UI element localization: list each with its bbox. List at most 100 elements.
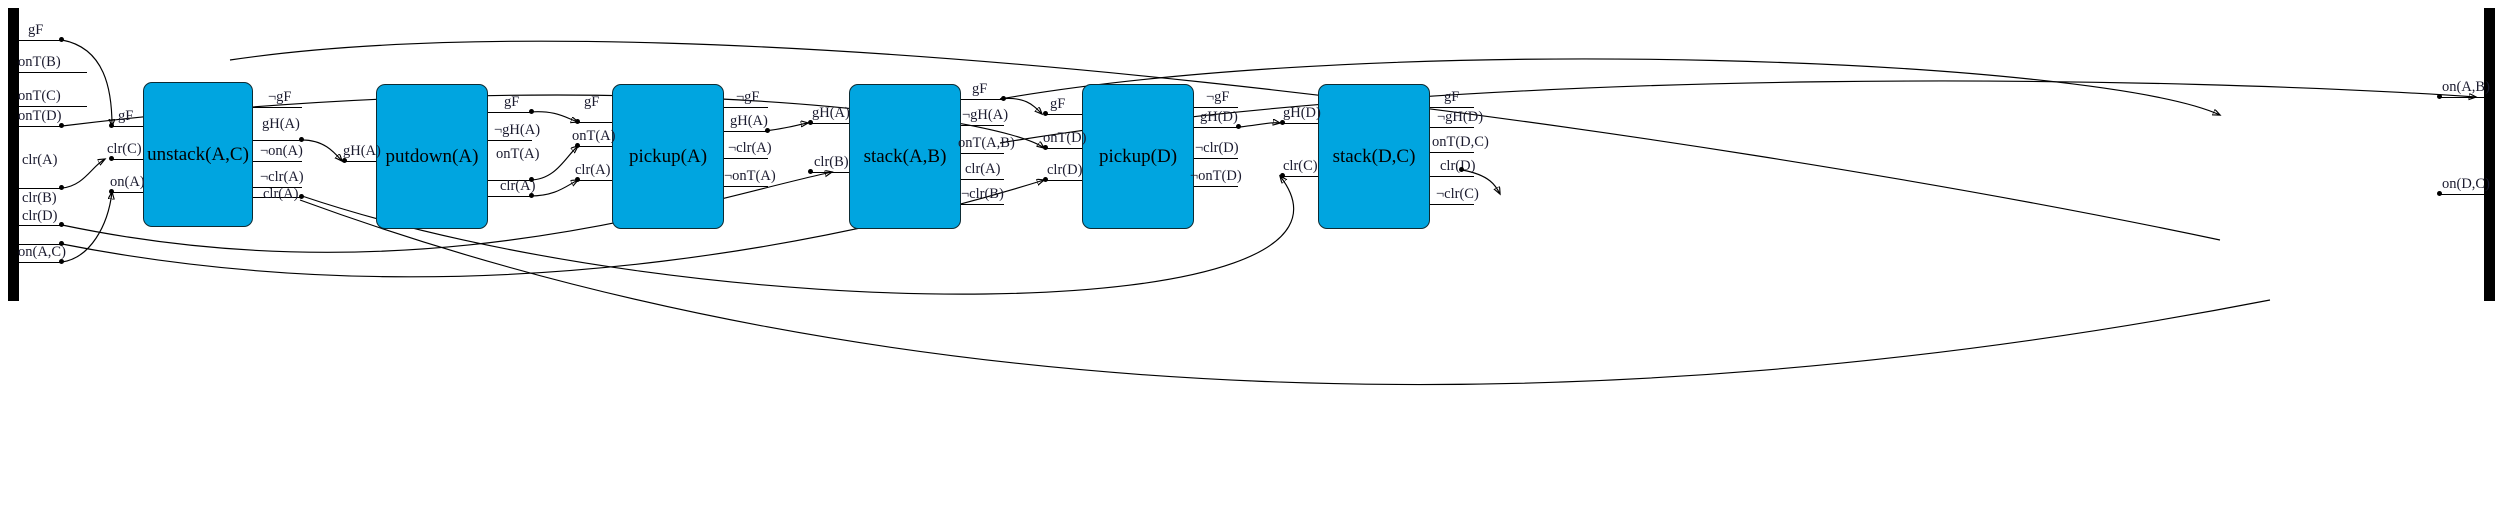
effect-label: onT(A): [496, 146, 540, 162]
goal-state-bar: [2484, 8, 2495, 301]
effect-port: [720, 186, 768, 187]
action-node-stack-ab[interactable]: stack(A,B): [849, 84, 961, 229]
precondition-port: [578, 146, 612, 147]
action-node-pickup-a[interactable]: pickup(A): [612, 84, 724, 229]
effect-label: clr(A): [500, 178, 536, 194]
effect-port: [484, 196, 532, 197]
port-dot: [529, 177, 534, 182]
port-dot: [1043, 145, 1048, 150]
port-dot: [575, 143, 580, 148]
precondition-label: clr(B): [814, 154, 849, 170]
action-node-stack-dc[interactable]: stack(D,C): [1318, 84, 1430, 229]
precondition-port: [811, 172, 849, 173]
effect-label: gH(A): [730, 113, 768, 129]
effect-label: clr(D): [1440, 158, 1476, 174]
init-literal-port: [19, 106, 87, 107]
action-node-putdown[interactable]: putdown(A): [376, 84, 488, 229]
effect-port: [1426, 204, 1474, 205]
port-dot: [299, 194, 304, 199]
precondition-label: clr(A): [575, 162, 611, 178]
precondition-label: onT(D): [1043, 130, 1087, 146]
port-dot: [1236, 124, 1241, 129]
port-dot: [765, 128, 770, 133]
action-label: stack(A,B): [863, 145, 947, 167]
precondition-label: clr(C): [1283, 158, 1318, 174]
port-dot: [59, 185, 64, 190]
port-dot: [2437, 94, 2442, 99]
effect-label: gF: [1444, 89, 1460, 105]
port-dot: [808, 120, 813, 125]
effect-label: ¬on(A): [260, 143, 303, 159]
effect-port: [1190, 186, 1238, 187]
effect-label: gH(A): [262, 116, 300, 132]
goal-literal-label: on(A,B): [2442, 79, 2490, 95]
precondition-label: gH(A): [812, 105, 850, 121]
effect-port: [249, 107, 302, 108]
initial-state-bar: [8, 8, 19, 301]
precondition-label: clr(D): [1047, 162, 1083, 178]
precondition-port: [112, 126, 145, 127]
effect-label: ¬gH(A): [962, 107, 1009, 123]
action-node-pickup-d[interactable]: pickup(D): [1082, 84, 1194, 229]
init-literal-port: [19, 262, 62, 263]
effect-port: [484, 180, 532, 181]
port-dot: [109, 123, 114, 128]
effect-label: ¬clr(C): [1436, 186, 1479, 202]
port-dot: [2437, 191, 2442, 196]
effect-port: [957, 125, 1004, 126]
effect-port: [957, 99, 1004, 100]
effect-label: onT(D,C): [1432, 134, 1489, 150]
init-literal-port: [19, 40, 62, 41]
effect-label: ¬gH(D): [1437, 109, 1484, 125]
port-dot: [1043, 177, 1048, 182]
effect-port: [249, 140, 302, 141]
effect-port: [1426, 176, 1474, 177]
port-dot: [1001, 96, 1006, 101]
init-literal-label: onT(C): [18, 88, 61, 104]
init-literal-port: [19, 126, 62, 127]
action-label: pickup(A): [628, 145, 708, 167]
effect-label: ¬gH(A): [494, 122, 541, 138]
port-dot: [59, 37, 64, 42]
port-dot: [575, 119, 580, 124]
action-node-unstack[interactable]: unstack(A,C): [143, 82, 253, 227]
effect-label: ¬clr(A): [728, 140, 772, 156]
effect-label: ¬clr(D): [1195, 140, 1239, 156]
effect-label: ¬gF: [736, 89, 760, 105]
init-literal-port: [19, 225, 62, 226]
effect-label: clr(A): [965, 161, 1001, 177]
effect-label: onT(A,B): [958, 135, 1015, 151]
port-dot: [299, 137, 304, 142]
precondition-label: on(A): [110, 174, 145, 190]
port-dot: [1280, 173, 1285, 178]
effect-label: ¬onT(D): [1190, 168, 1242, 184]
effect-port: [957, 204, 1004, 205]
precondition-label: gH(D): [1283, 105, 1321, 121]
port-dot: [109, 156, 114, 161]
effect-label: ¬onT(A): [724, 168, 776, 184]
effect-port: [720, 131, 768, 132]
port-dot: [1459, 167, 1464, 172]
effect-label: ¬clr(B): [961, 186, 1004, 202]
action-label: unstack(A,C): [147, 143, 249, 165]
port-dot: [59, 259, 64, 264]
effect-label: gH(D): [1200, 109, 1238, 125]
init-literal-port: [19, 244, 62, 245]
effect-port: [957, 153, 1004, 154]
precondition-port: [578, 180, 612, 181]
action-label: putdown(A): [385, 145, 479, 167]
init-literal-label: clr(A): [22, 152, 58, 168]
init-literal-port: [19, 188, 62, 189]
effect-label: ¬clr(A): [260, 169, 304, 185]
effect-port: [1426, 127, 1474, 128]
effect-label: ¬gF: [268, 89, 292, 105]
action-label: stack(D,C): [1332, 145, 1416, 167]
init-literal-label: clr(D): [22, 208, 58, 224]
precondition-label: gF: [1050, 96, 1066, 112]
precondition-label: gH(A): [343, 143, 381, 159]
effect-label: clr(A): [263, 186, 299, 202]
port-dot: [575, 177, 580, 182]
port-dot: [1043, 111, 1048, 116]
port-dot: [808, 169, 813, 174]
port-dot: [342, 158, 347, 163]
